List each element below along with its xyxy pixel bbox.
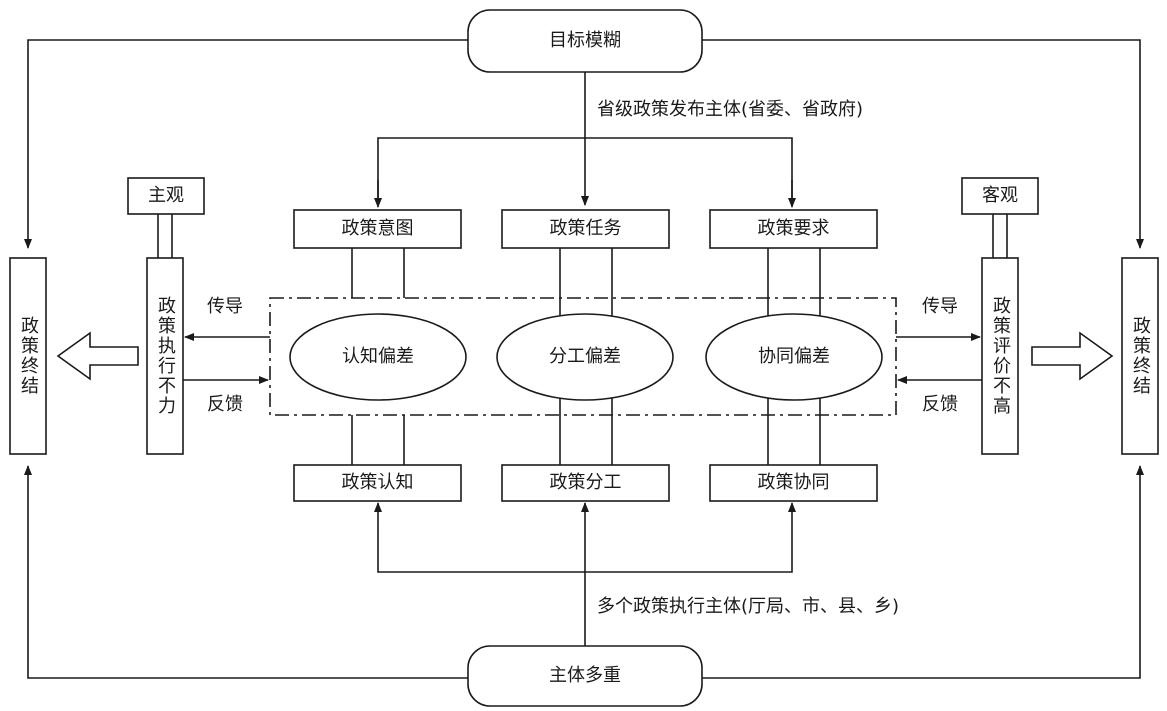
- right-transmit-label: 传导: [922, 296, 958, 317]
- left-column-box: [146, 257, 184, 455]
- right-feedback-label: 反馈: [922, 394, 958, 415]
- left-end-label: 政策终结: [18, 316, 39, 396]
- top-left-loop-line: [24, 39, 468, 249]
- bottom-right-loop-line: [702, 465, 1144, 679]
- bottom-caption: 多个政策执行主体(厅局、市、县、乡): [597, 596, 900, 617]
- top-caption: 省级政策发布主体(省委、省政府): [597, 99, 864, 120]
- ellipse-cognition-label: 认知偏差: [342, 346, 414, 367]
- left-column-label: 政策执行不力: [155, 296, 176, 416]
- bottom-box-3: [709, 464, 878, 502]
- bottom-box-3-label: 政策协同: [757, 472, 830, 493]
- ellipse-division-label: 分工偏差: [549, 346, 621, 367]
- top-box-3-label: 政策要求: [757, 218, 830, 239]
- ellipse-coordination: [705, 313, 883, 401]
- left-hollow-arrow: [56, 331, 139, 381]
- top-box-1: [293, 209, 462, 249]
- top-branch-line: [377, 137, 793, 205]
- bottom-left-loop-line: [24, 465, 468, 679]
- top-right-loop-line: [702, 39, 1144, 249]
- ellipse-division: [496, 313, 674, 401]
- bottom-box-1: [293, 464, 462, 502]
- right-tag-box: [961, 177, 1039, 215]
- top-box-2-label: 政策任务: [549, 218, 622, 239]
- bottom-branch-line: [377, 530, 793, 573]
- left-transmit-label: 传导: [207, 296, 243, 317]
- left-feedback-label: 反馈: [207, 394, 243, 415]
- bottom-box-2-label: 政策分工: [549, 472, 622, 493]
- right-tag-label: 客观: [982, 185, 1018, 206]
- left-end-box: [9, 257, 47, 455]
- ellipse-coordination-label: 协同偏差: [758, 346, 830, 367]
- top-box-3: [709, 209, 878, 249]
- left-tag-label: 主观: [148, 185, 184, 206]
- right-end-box: [1121, 257, 1159, 455]
- top-box-1-label: 政策意图: [341, 218, 414, 239]
- bottom-node-label: 主体多重: [549, 665, 621, 686]
- bottom-box-2: [501, 464, 670, 502]
- deviation-region: [269, 297, 897, 416]
- top-box-2: [501, 209, 670, 249]
- bottom-box-1-label: 政策认知: [341, 472, 414, 493]
- top-node-label: 目标模糊: [549, 30, 621, 51]
- right-column-label: 政策评价不高: [990, 296, 1011, 416]
- right-hollow-arrow: [1031, 331, 1114, 381]
- right-end-label: 政策终结: [1130, 316, 1151, 396]
- left-tag-box: [127, 177, 205, 215]
- ellipse-cognition: [289, 313, 467, 401]
- right-column-box: [981, 257, 1019, 455]
